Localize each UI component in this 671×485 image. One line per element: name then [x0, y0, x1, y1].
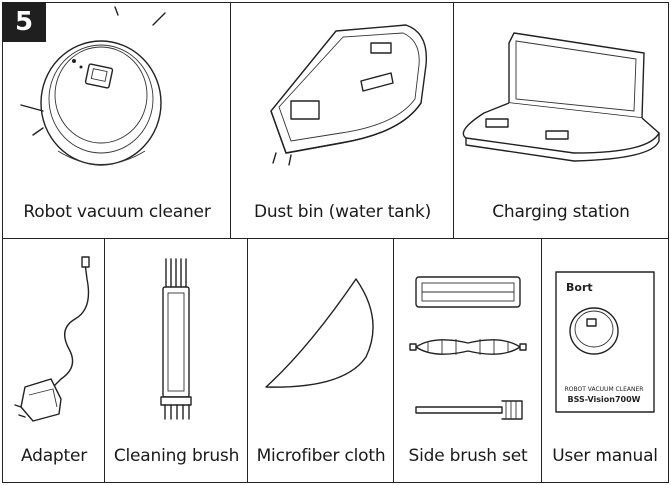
- item-label: User manual: [552, 446, 658, 466]
- item-label: Robot vacuum cleaner: [23, 202, 211, 222]
- item-microfiber-cloth: Microfiber cloth: [247, 238, 395, 483]
- robot-vacuum-icon: [20, 6, 166, 166]
- item-charging-station: Charging station: [453, 2, 669, 240]
- side-brush-set-icon: [409, 276, 527, 420]
- item-label: Cleaning brush: [113, 446, 240, 466]
- item-user-manual: ROBOT VACUUM CLEANER BSS-Vision700W Bort…: [541, 238, 669, 483]
- item-label: Charging station: [492, 202, 630, 222]
- item-label: Microfiber cloth: [256, 446, 386, 466]
- item-dust-bin: Dust bin (water tank): [230, 2, 455, 240]
- microfiber-cloth-icon: [265, 278, 374, 388]
- item-label: Dust bin (water tank): [253, 202, 432, 222]
- manual-cover-model: BSS-Vision700W: [567, 395, 640, 404]
- dust-bin-icon: [270, 24, 428, 166]
- item-adapter: Adapter: [2, 238, 106, 483]
- item-label: Adapter: [20, 446, 88, 466]
- cleaning-brush-icon: [160, 258, 192, 420]
- item-side-brush-set: Side brush set: [393, 238, 543, 483]
- user-manual-icon: ROBOT VACUUM CLEANER BSS-Vision700W Bort: [555, 271, 655, 413]
- manual-cover-subtitle: ROBOT VACUUM CLEANER: [565, 386, 644, 393]
- item-cleaning-brush: Cleaning brush: [104, 238, 249, 483]
- charging-station-icon: [462, 32, 660, 162]
- item-robot-vacuum: Robot vacuum cleaner: [2, 2, 232, 240]
- section-number-badge: 5: [2, 2, 46, 42]
- adapter-icon: [14, 256, 90, 422]
- item-label: Side brush set: [408, 446, 528, 466]
- manual-cover-brand: Bort: [566, 281, 593, 294]
